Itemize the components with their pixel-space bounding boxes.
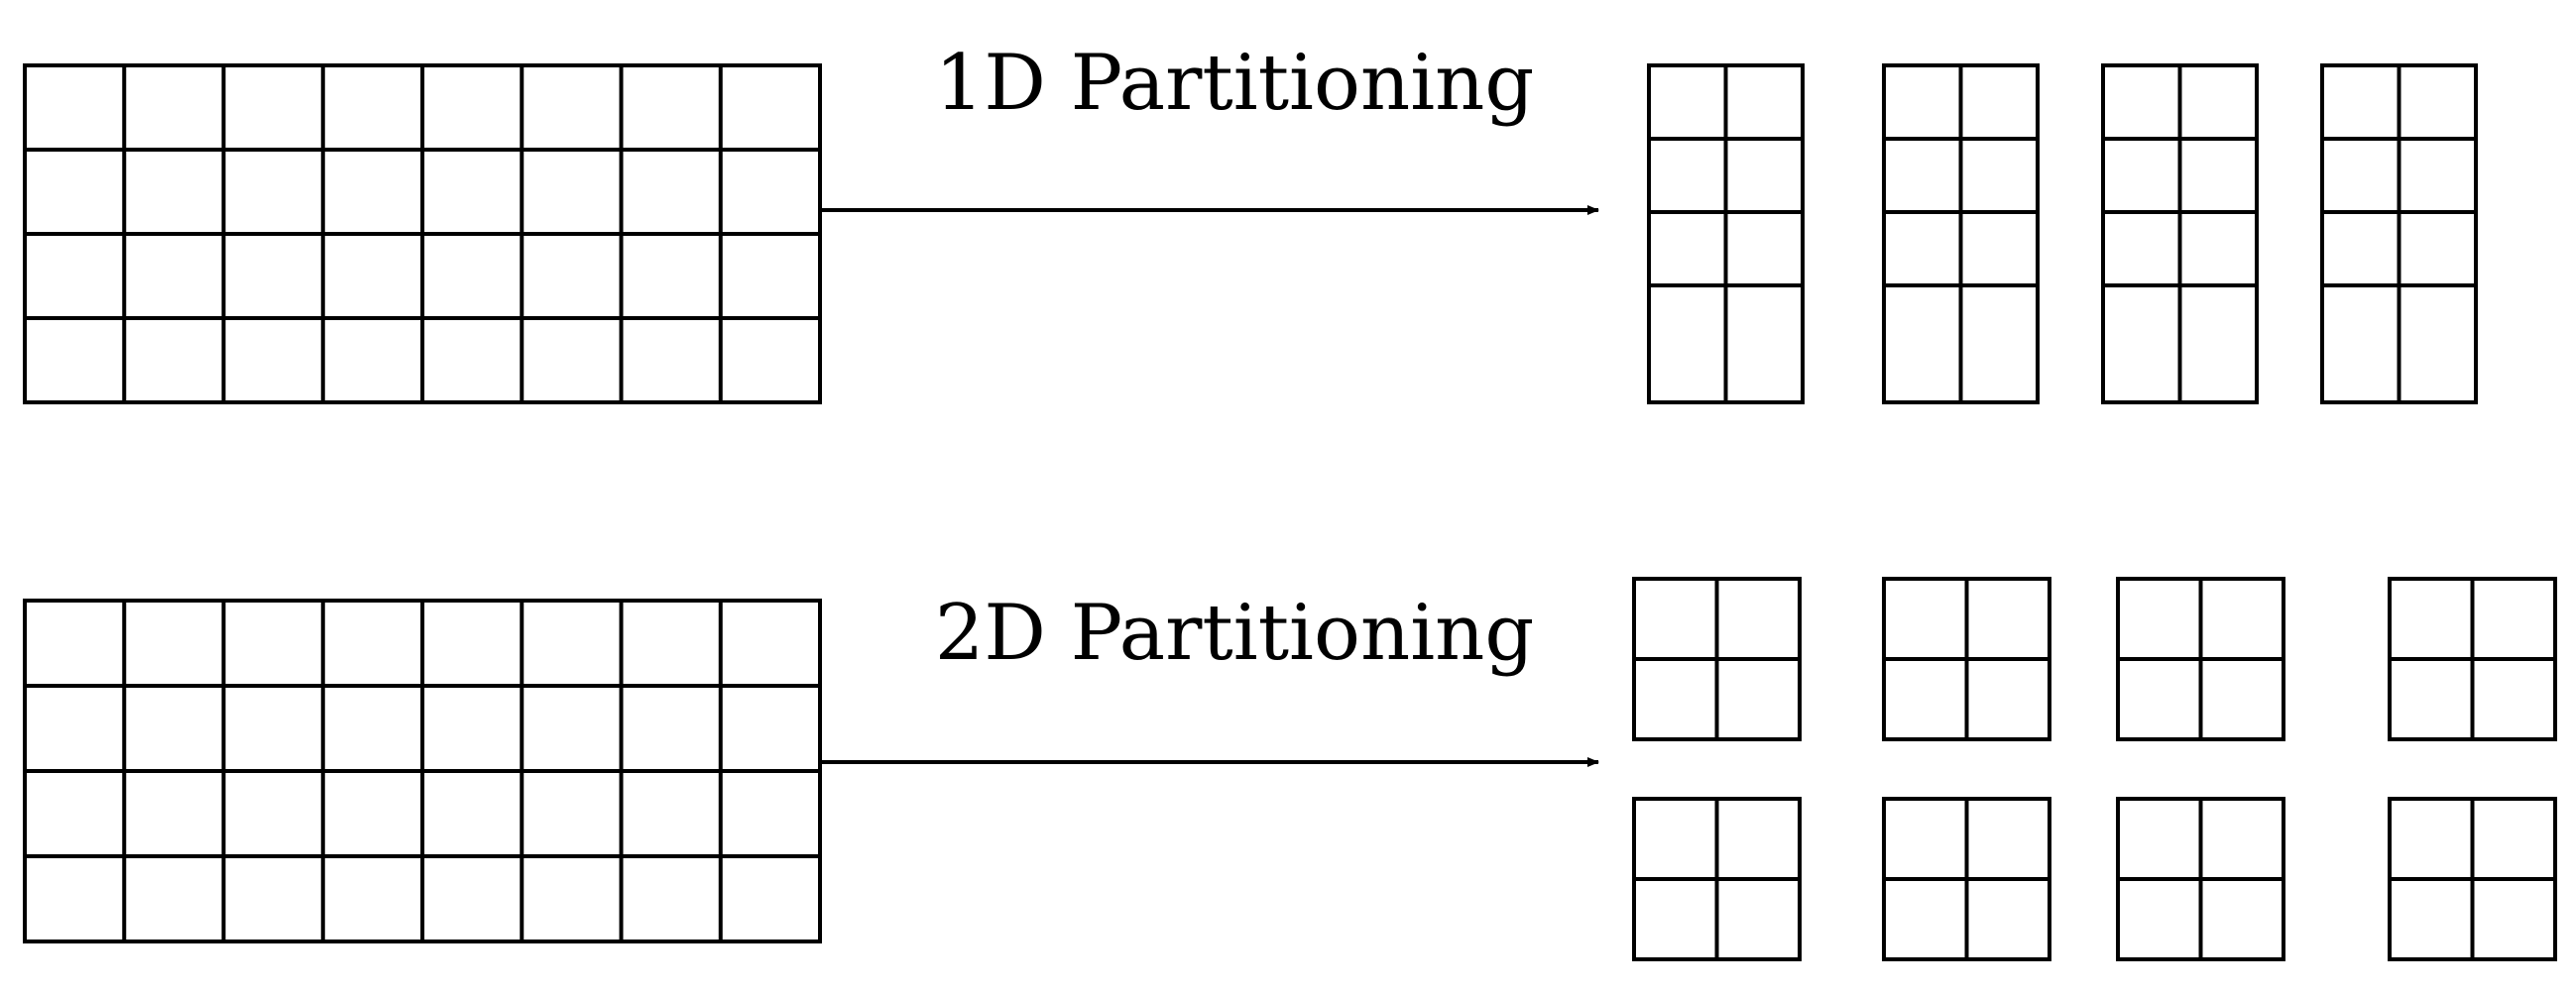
partition-2d-1-4 xyxy=(2388,577,2557,741)
partition-2d-2-2 xyxy=(1882,797,2051,961)
partition-2d-1-3 xyxy=(2116,577,2285,741)
partition-2d-1-2 xyxy=(1882,577,2051,741)
row-2d-partitioning xyxy=(23,577,2557,961)
partition-1d-1 xyxy=(1647,63,1805,404)
label-2d-partitioning: 2D Partitioning xyxy=(935,589,1535,678)
source-grid-2d xyxy=(23,599,822,943)
partition-1d-3 xyxy=(2101,63,2259,404)
partition-2d-2-3 xyxy=(2116,797,2285,961)
source-grid-1d xyxy=(23,63,822,404)
partition-2d-2-4 xyxy=(2388,797,2557,961)
partition-2d-1-1 xyxy=(1632,577,1802,741)
label-1d-partitioning: 1D Partitioning xyxy=(935,39,1535,128)
partition-1d-4 xyxy=(2320,63,2478,404)
partition-1d-2 xyxy=(1882,63,2040,404)
partition-2d-2-1 xyxy=(1632,797,1802,961)
row-1d-partitioning xyxy=(23,63,2478,404)
